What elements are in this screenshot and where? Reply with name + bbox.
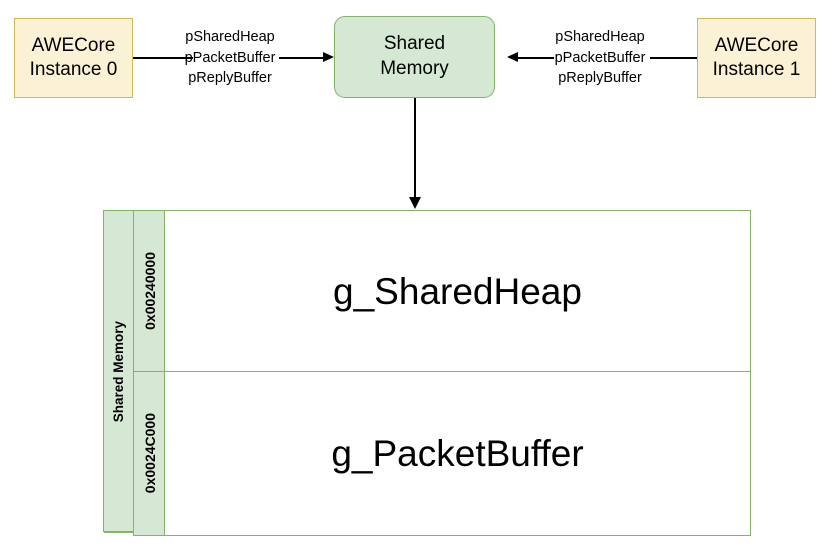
shared-memory-line2: Memory — [380, 58, 449, 79]
edge-left-line-segment-b — [279, 57, 323, 59]
edge-right-label-2: pReplyBuffer — [558, 70, 642, 87]
instance-1-line2: Instance 1 — [712, 59, 801, 80]
edge-left-label-1: pPacketBuffer — [184, 49, 276, 66]
memory-map-region-label-0: g_SharedHeap — [333, 270, 582, 312]
memory-map-address-cell-1: 0x0024C000 — [133, 370, 166, 536]
memory-map-address-text-1: 0x0024C000 — [141, 413, 158, 494]
memory-map-region-label-1: g_PacketBuffer — [331, 432, 584, 474]
edge-left-line-segment-a — [133, 57, 193, 59]
memory-map-table: Shared Memory 0x00240000 g_SharedHeap 0x… — [103, 210, 751, 536]
edge-left-label-0: pSharedHeap — [185, 29, 275, 46]
node-awecore-instance-1[interactable]: AWECore Instance 1 — [697, 18, 816, 98]
instance-0-line1: AWECore — [31, 34, 116, 56]
edge-right-label-0: pSharedHeap — [555, 29, 645, 46]
shared-memory-line1: Shared — [383, 33, 446, 55]
memory-map-address-text-0: 0x00240000 — [141, 252, 158, 331]
memory-map-address-cell-0: 0x00240000 — [133, 210, 166, 373]
memory-map-title-text: Shared Memory — [111, 320, 127, 423]
edge-left-arrowhead-icon — [323, 52, 334, 62]
memory-map-title-column: Shared Memory — [103, 210, 135, 533]
memory-map-region-1[interactable]: g_PacketBuffer — [164, 370, 751, 536]
edge-left-label-2: pReplyBuffer — [188, 70, 272, 87]
edge-left-labels: pSharedHeap pPacketBuffer pReplyBuffer — [175, 26, 285, 90]
edge-down-arrowhead-icon — [409, 197, 421, 209]
edge-right-arrowhead-icon — [507, 52, 518, 62]
node-shared-memory[interactable]: Shared Memory — [334, 16, 495, 98]
node-awecore-instance-0[interactable]: AWECore Instance 0 — [14, 18, 133, 98]
edge-down-line — [414, 98, 416, 198]
memory-map-region-0[interactable]: g_SharedHeap — [164, 210, 751, 373]
instance-1-line1: AWECore — [714, 34, 799, 56]
edge-right-line-segment-b — [650, 57, 697, 59]
edge-right-label-1: pPacketBuffer — [554, 49, 646, 66]
edge-right-labels: pSharedHeap pPacketBuffer pReplyBuffer — [545, 26, 655, 90]
instance-0-line2: Instance 0 — [29, 59, 118, 80]
edge-right-line-segment-a — [518, 57, 554, 59]
